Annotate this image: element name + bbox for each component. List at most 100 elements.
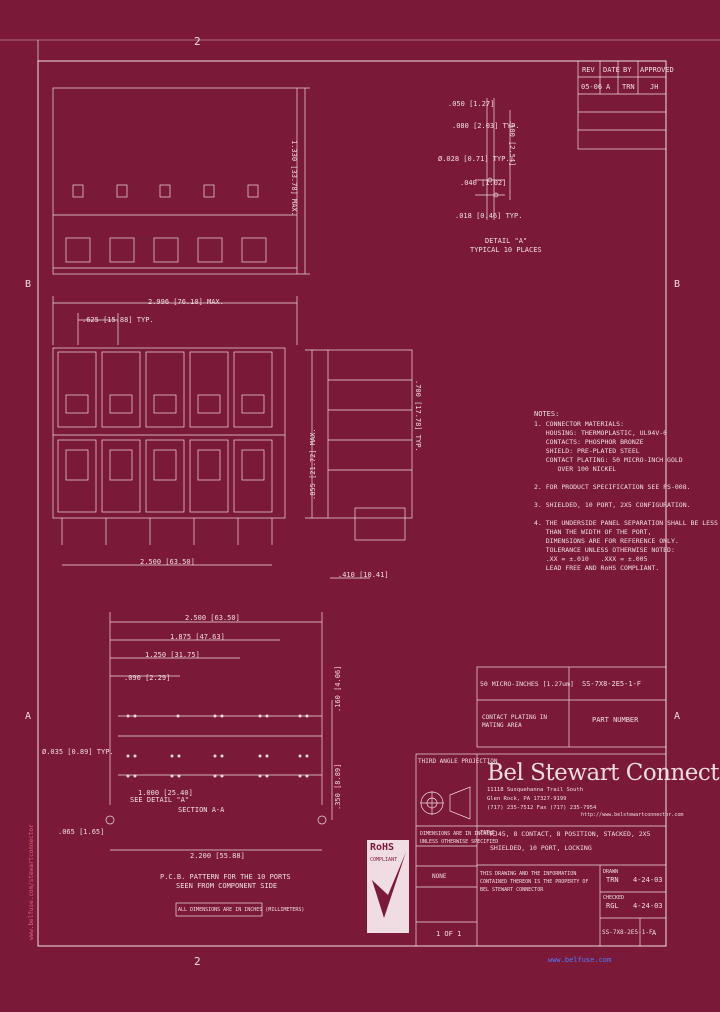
revision-letter: A [652, 929, 657, 937]
pcb-dim-1875: 1.875 [47.63] [170, 633, 225, 641]
part-number-value: SS-7X8-2E5-1-F [582, 680, 642, 688]
width-dimension [52, 296, 298, 345]
dim-pitch: .625 [15.88] TYP. [82, 316, 154, 324]
rev-row-approved: JH [650, 83, 659, 91]
front-view-ports [52, 347, 286, 545]
drawn-by: TRN [606, 876, 619, 884]
checked-date: 4-24-03 [633, 902, 663, 910]
projection-label: THIRD ANGLE PROJECTION [418, 758, 498, 765]
tolerance-note: UNLESS OTHERWISE SPECIFIED [420, 839, 499, 845]
drawing-number: SS-7X8-2E5-1-F [602, 929, 653, 936]
detail-subtitle: TYPICAL 10 PLACES [470, 246, 542, 254]
rohs-sub: COMPLIANT [370, 857, 398, 863]
revision-table-grid [577, 60, 667, 150]
note-line: HOUSING: THERMOPLASTIC, UL94V-0 [534, 429, 668, 437]
rev-row-by: TRN [622, 83, 635, 91]
pcb-pattern [105, 612, 333, 851]
pcb-dim-1250: 1.250 [31.75] [145, 651, 200, 659]
pcb-dim-2200: 2.200 [55.88] [190, 852, 245, 860]
checked-by: RGL [606, 902, 619, 910]
note-line: OVER 100 NICKEL [534, 465, 617, 473]
drawing-title: RJ45, 8 CONTACT, 8 POSITION, STACKED, 2X… [490, 830, 651, 838]
scale-value: NONE [432, 873, 447, 880]
footer-link[interactable]: www.belfuse.com [548, 956, 612, 964]
note-line: 1. CONNECTOR MATERIALS: [534, 420, 625, 428]
pcb-dim-160: .160 [4.06] [334, 665, 342, 712]
company-address2: Glen Rock, PA 17327-9199 [487, 796, 567, 802]
drawn-date: 4-24-03 [633, 876, 663, 884]
plating-value: 50 MICRO-INCHES [1.27um] [480, 680, 574, 688]
pcb-section-label: SECTION A-A [178, 806, 225, 814]
detail-title: DETAIL "A" [485, 237, 528, 245]
pcb-note-line1: P.C.B. PATTERN FOR THE 10 PORTS [160, 873, 291, 881]
note-line [534, 474, 718, 483]
note-line: 3. SHIELDED, 10 PORT, 2X5 CONFIGURATION. [534, 501, 691, 509]
note-line: LEAD FREE AND RoHS COMPLIANT. [534, 564, 660, 572]
zone-right-b: B [674, 279, 681, 290]
checked-label: CHECKED [603, 895, 625, 901]
dim-width: 2.996 [76.10] MAX. [148, 298, 224, 306]
pcb-note-line2: SEEN FROM COMPONENT SIDE [176, 882, 278, 890]
drawn-label: DRAWN [603, 869, 619, 875]
note-line: THAN THE WIDTH OF THE PORT, [534, 528, 652, 536]
note-line: CONTACTS: PHOSPHOR BRONZE [534, 438, 644, 446]
zone-left-a: A [25, 711, 32, 722]
dim-bottom-span: 2.500 [63.50] [140, 558, 195, 566]
top-height-dimension [297, 87, 310, 275]
title-label: TITLE [480, 830, 496, 836]
rohs-logo [367, 840, 409, 933]
rev-header-rev: REV [582, 66, 595, 74]
company-phone: (717) 235-7512 Fax (717) 235-7954 [487, 805, 597, 811]
title-block-grid [415, 753, 667, 947]
dim-side-offset: .410 [10.41] [338, 571, 389, 579]
zone-left-b: B [25, 279, 32, 290]
zone-top: 2 [194, 35, 201, 48]
pcb-dim-2500: 2.500 [63.50] [185, 614, 240, 622]
pcb-dim-065: .065 [1.65] [58, 828, 105, 836]
pcb-detail-ref: SEE DETAIL "A" [130, 796, 190, 804]
note-line: 2. FOR PRODUCT SPECIFICATION SEE PS-008. [534, 483, 691, 491]
pcb-holes [126, 714, 309, 778]
note-line [534, 492, 718, 501]
plating-box [476, 666, 667, 748]
note-line: .XX = ±.010 .XXX = ±.005 [534, 555, 648, 563]
detail-dim-1: .050 [1.27] [448, 100, 495, 108]
rev-row-date: 05-06 [581, 83, 603, 91]
side-credit: www.belfuse.com/stewartconnector [28, 824, 35, 940]
part-number-label: PART NUMBER [592, 716, 639, 724]
note-line: 4. THE UNDERSIDE PANEL SEPARATION SHALL … [534, 519, 718, 527]
note-line: DIMENSIONS ARE FOR REFERENCE ONLY. [534, 537, 679, 545]
side-view [305, 349, 413, 579]
pcb-dim-350: .350 [8.89] [334, 763, 342, 810]
detail-dim-6: .018 [0.46] TYP. [455, 212, 523, 220]
sheet-value: 1 OF 1 [436, 930, 462, 938]
rev-header-by: BY [623, 66, 632, 74]
dim-top-height: 1.330 [33.78] MAX. [290, 140, 298, 216]
zone-bottom: 2 [194, 955, 201, 968]
note-line: TOLERANCE UNLESS OTHERWISE NOTED: [534, 546, 675, 554]
notes-body: 1. CONNECTOR MATERIALS: HOUSING: THERMOP… [534, 420, 718, 573]
company-address1: 11118 Susquehanna Trail South [487, 787, 584, 793]
pcb-note-line3: ALL DIMENSIONS ARE IN INCHES (MILLIMETER… [178, 907, 305, 913]
detail-dim-4: .040 [1.02] [460, 179, 507, 187]
note-line: CONTACT PLATING: 50 MICRO-INCH GOLD [534, 456, 683, 464]
rev-header-approved: APPROVED [640, 66, 674, 74]
rohs-text: RoHS [370, 842, 395, 853]
pcb-dim-1000: 1.000 [25.40] [138, 789, 193, 797]
detail-dim-5: Ø.028 [0.71] TYP. [438, 155, 510, 163]
pcb-dim-hole: Ø.035 [0.89] TYP. [42, 748, 114, 756]
pcb-dim-090: .090 [2.29] [124, 674, 171, 682]
dim-side-depth: .700 [17.78] TYP. [414, 380, 422, 452]
plating-label: CONTACT PLATING IN MATING AREA [482, 714, 548, 729]
company-url: http://www.belstewartconnector.com [581, 812, 684, 818]
top-view-connector [52, 87, 298, 275]
drawing-title-2: SHIELDED, 10 PORT, LOCKING [490, 844, 592, 852]
note-line [534, 510, 718, 519]
dims-note: DIMENSIONS ARE IN INCHES [420, 831, 493, 837]
detail-a [475, 98, 511, 220]
rev-row-rev: A [606, 83, 611, 91]
pcb-note-box [175, 902, 263, 917]
rev-header-date: DATE [603, 66, 620, 74]
notes-title: NOTES: [534, 410, 560, 418]
